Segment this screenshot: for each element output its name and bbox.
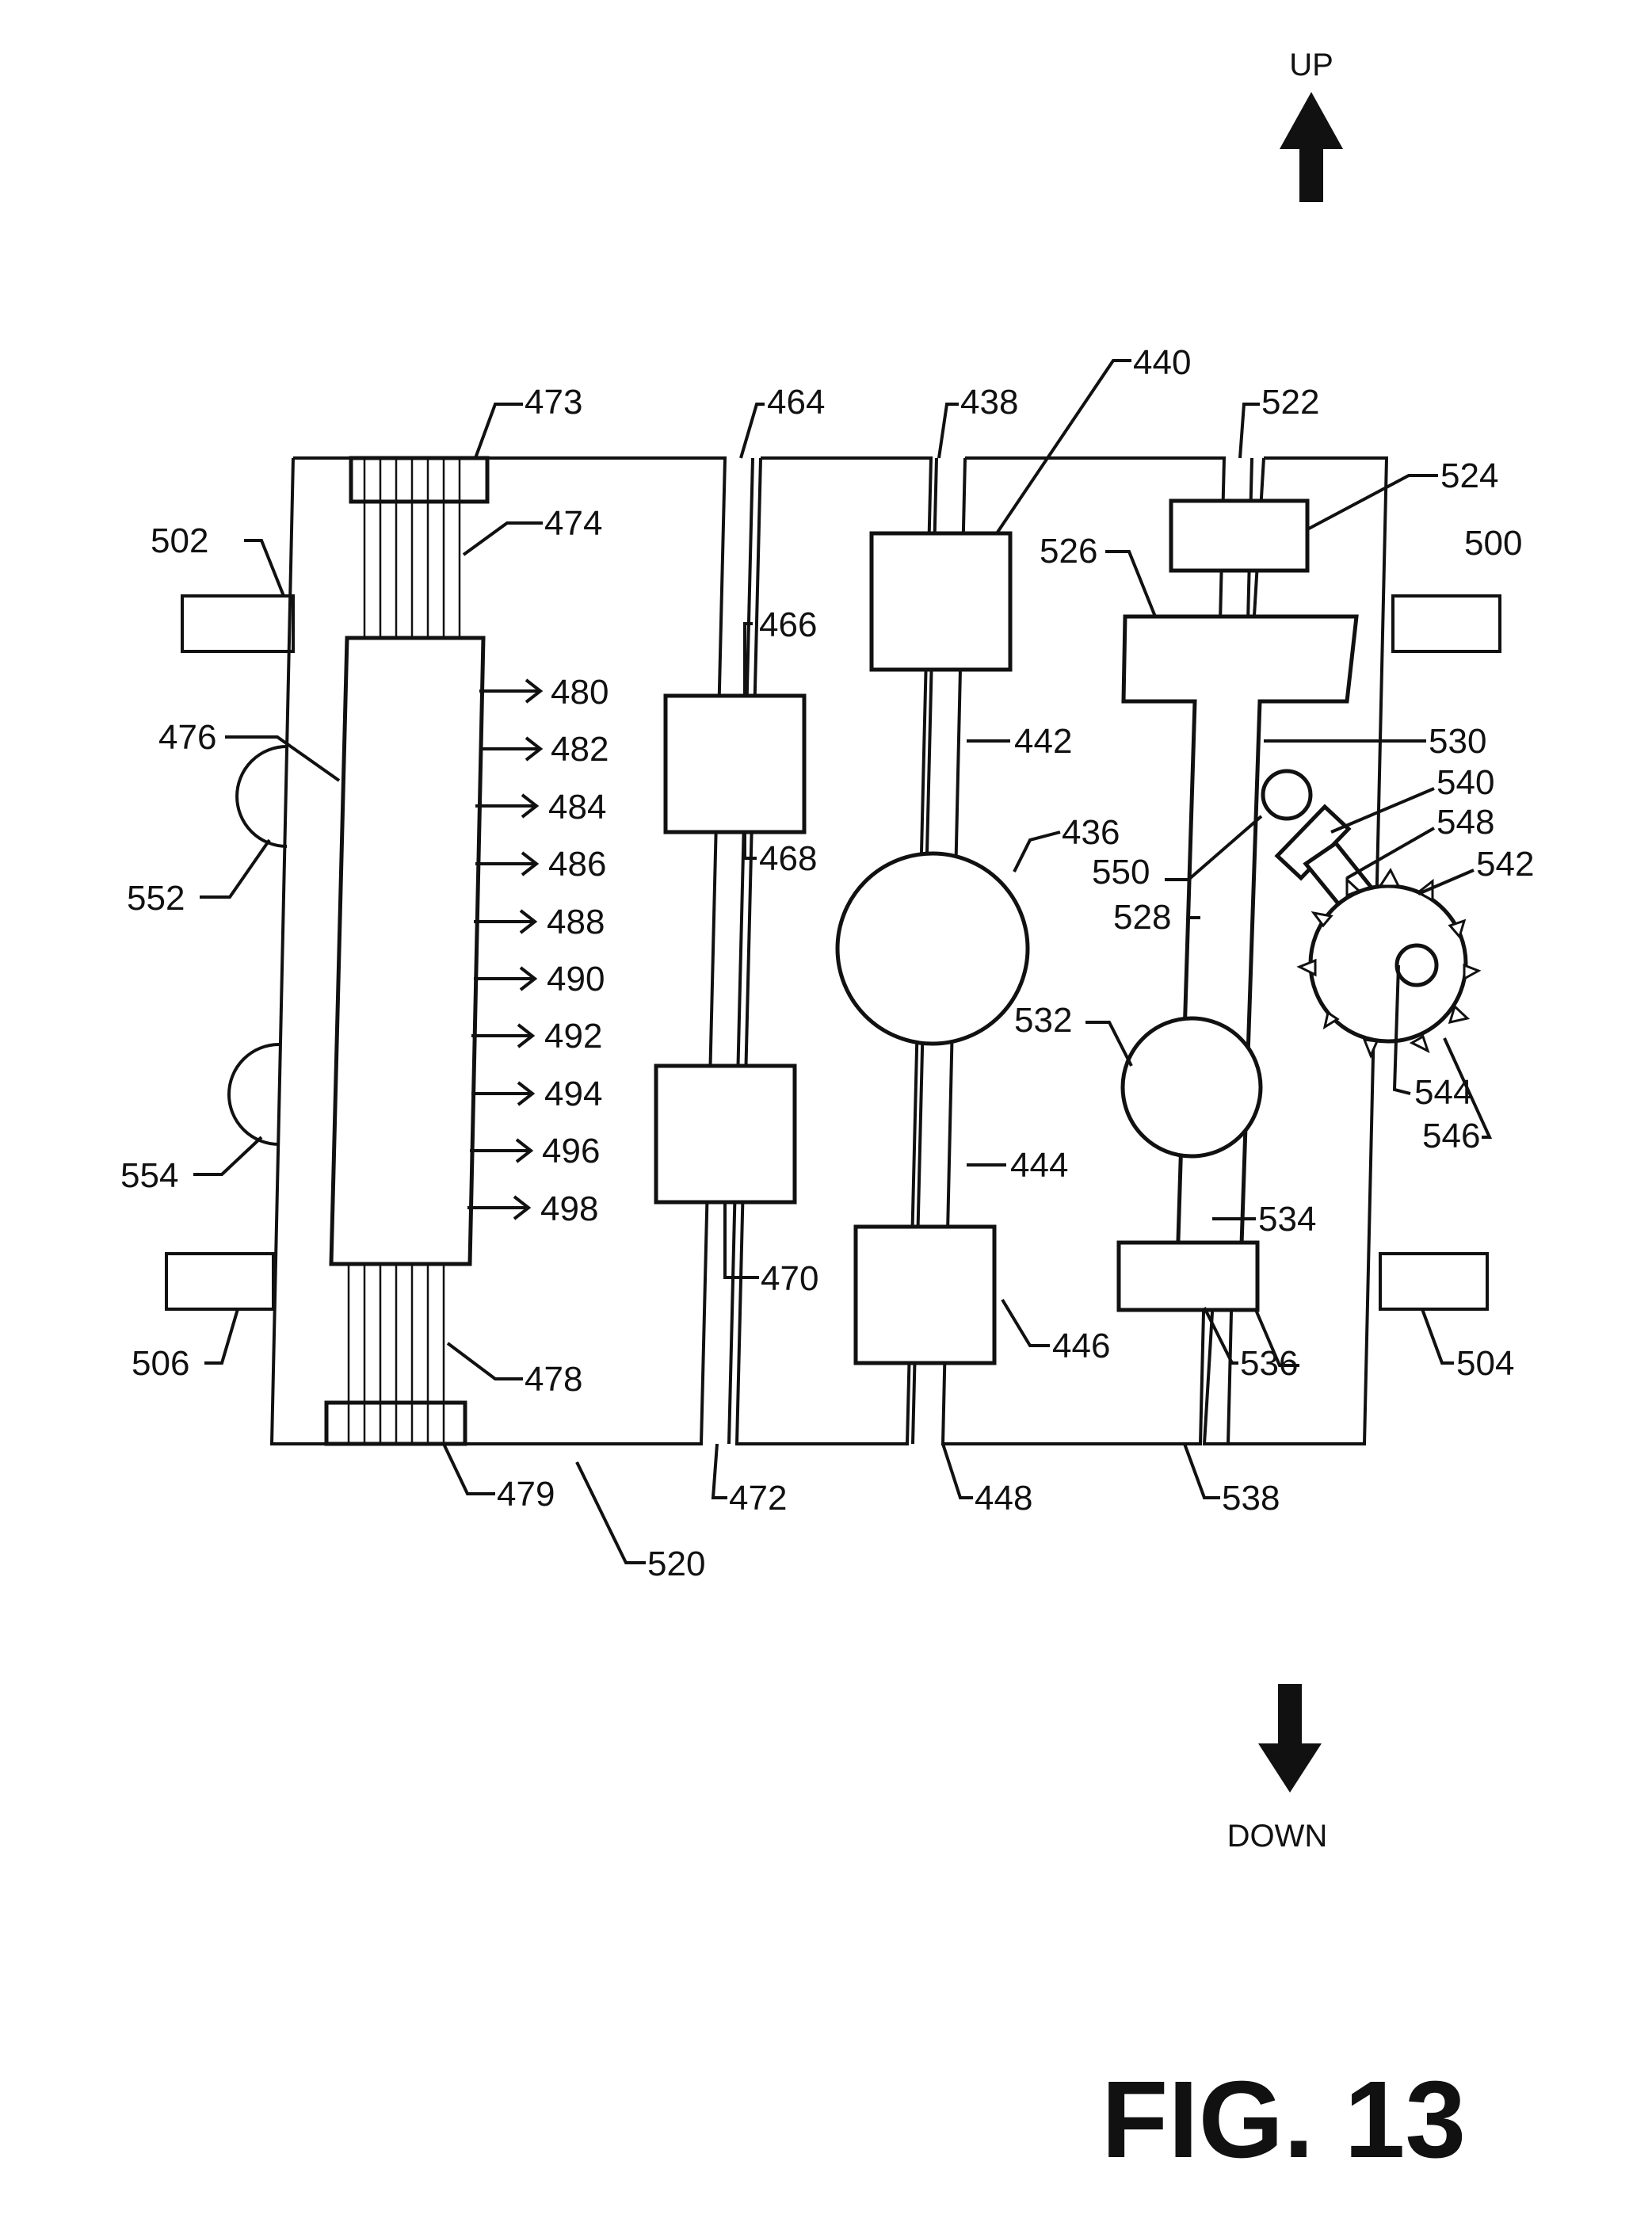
ref-500: 500 <box>1464 524 1522 563</box>
ref-444: 444 <box>1010 1146 1068 1185</box>
ref-540: 540 <box>1436 763 1494 802</box>
ref-442: 442 <box>1014 722 1072 761</box>
ref-554: 554 <box>120 1156 178 1195</box>
ref-522: 522 <box>1261 383 1319 422</box>
ref-468: 468 <box>759 839 817 878</box>
ref-526: 526 <box>1040 532 1097 571</box>
tab-504 <box>1380 1254 1487 1309</box>
up-arrow-icon <box>1280 92 1343 202</box>
tab-506 <box>166 1254 273 1309</box>
tab-500 <box>1393 596 1500 651</box>
ref-498: 498 <box>540 1189 598 1228</box>
ref-550: 550 <box>1092 853 1150 892</box>
ref-542: 542 <box>1476 845 1534 884</box>
ref-544: 544 <box>1414 1073 1472 1112</box>
ref-496: 496 <box>542 1132 600 1170</box>
ref-520: 520 <box>647 1545 705 1583</box>
left-body <box>229 458 725 1444</box>
up-label: UP <box>1289 48 1333 82</box>
ref-482: 482 <box>551 730 609 769</box>
ref-502: 502 <box>151 521 208 560</box>
ref-446: 446 <box>1052 1327 1110 1365</box>
ref-470: 470 <box>761 1259 818 1298</box>
ref-436: 436 <box>1062 813 1120 852</box>
ref-494: 494 <box>544 1075 602 1113</box>
ref-476: 476 <box>158 718 216 757</box>
ref-492: 492 <box>544 1017 602 1056</box>
ref-536: 536 <box>1240 1344 1298 1383</box>
ref-530: 530 <box>1429 722 1486 761</box>
ref-546: 546 <box>1422 1117 1480 1155</box>
ref-538: 538 <box>1222 1479 1280 1518</box>
down-arrow-icon <box>1258 1684 1322 1793</box>
ref-466: 466 <box>759 605 817 644</box>
ref-486: 486 <box>548 845 606 884</box>
ref-478: 478 <box>525 1360 582 1399</box>
ref-528: 528 <box>1113 898 1171 937</box>
ref-464: 464 <box>767 383 825 422</box>
ref-438: 438 <box>960 383 1018 422</box>
ref-548: 548 <box>1436 803 1494 842</box>
tab-502 <box>182 596 293 651</box>
ref-484: 484 <box>548 788 606 827</box>
ref-490: 490 <box>547 960 605 999</box>
ref-448: 448 <box>975 1479 1032 1518</box>
ref-534: 534 <box>1258 1200 1316 1239</box>
figure-title: FIG. 13 <box>1101 2059 1466 2181</box>
ref-532: 532 <box>1014 1001 1072 1040</box>
ref-480: 480 <box>551 673 609 712</box>
ref-440: 440 <box>1133 343 1191 382</box>
ref-479: 479 <box>497 1475 555 1514</box>
ref-524: 524 <box>1440 456 1498 495</box>
ref-472: 472 <box>729 1479 787 1518</box>
panel-522 <box>1119 458 1478 1444</box>
ref-506: 506 <box>132 1344 189 1383</box>
ref-552: 552 <box>127 879 185 918</box>
down-label: DOWN <box>1227 1819 1328 1854</box>
ref-504: 504 <box>1456 1344 1514 1383</box>
ref-488: 488 <box>547 903 605 941</box>
ref-474: 474 <box>544 504 602 543</box>
ref-473: 473 <box>525 383 582 422</box>
